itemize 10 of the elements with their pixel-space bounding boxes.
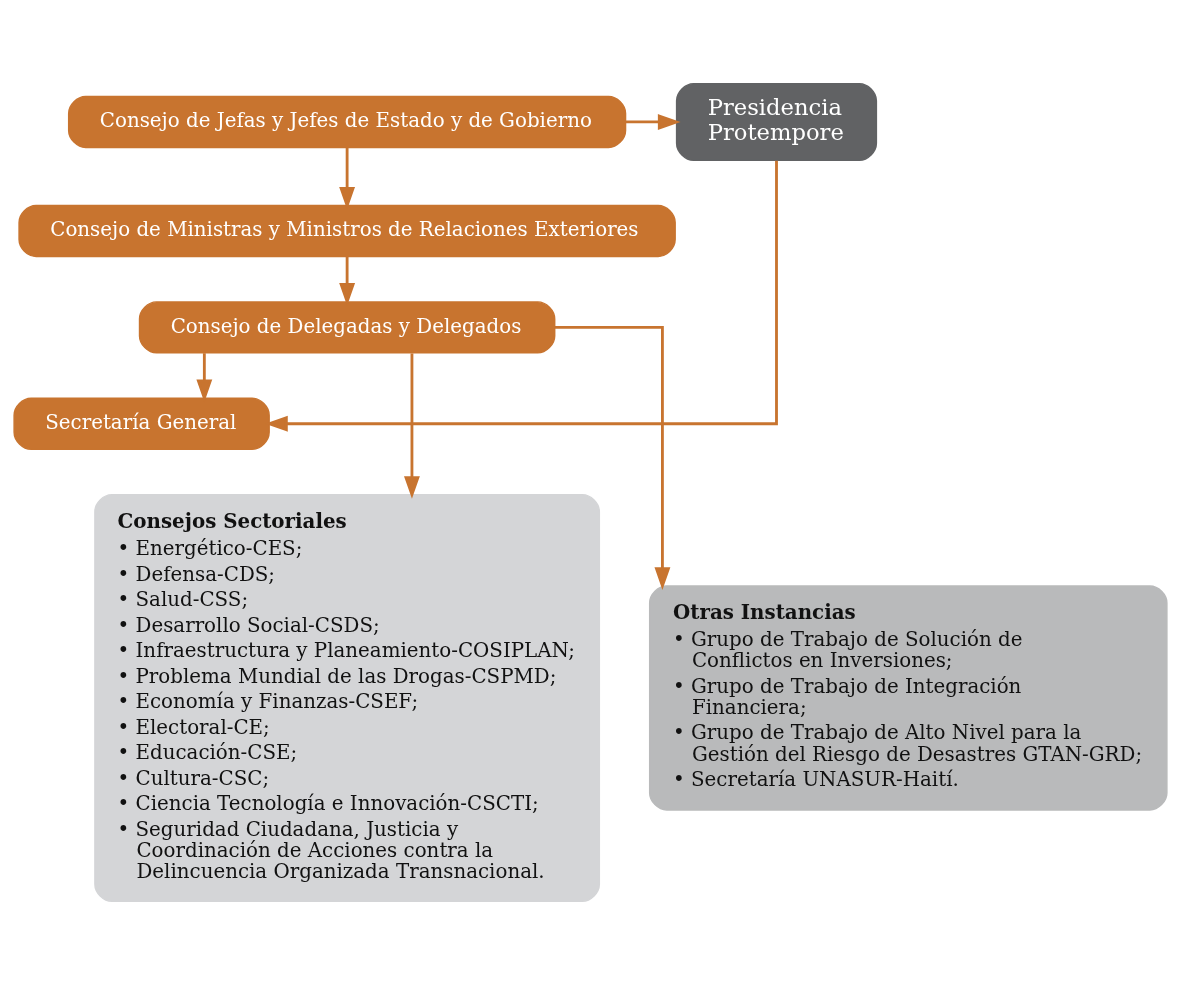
node-box: Consejo de Jefas y Jefes de Estado y de Gobierno — [67, 95, 627, 149]
arrow — [554, 326, 671, 591]
arrow — [625, 114, 681, 130]
node-box: Consejo de Delegadas y Delegados — [138, 301, 556, 354]
node-box: Consejos Sectoriales • Energético-CES; • Defensa-CDS; • Salud-CSS; • Desarrollo Social-CSDS; • Infraestructura y Planeamiento-COSIPLAN; • Problema Mundial de las Drogas-CSPMD; • Economía y Finanzas-CSEF; • Electoral-CE; • Educación-CSE; • Cultura-CSC; • Ciencia Tecnología e Innovación-CSCTI; • Seguridad Ciudadana, Justicia y Coordinación de Acciones contra la Delincuencia Organizada Transnacional. — [94, 493, 601, 903]
arrow — [404, 353, 420, 499]
node-box: Otras Instancias • Grupo de Trabajo de Solución de Conflictos en Inversiones; • Grupo de Trabajo de Integración Financiera; • Grupo de Trabajo de Alto Nivel para la Gestión del Riesgo de Desastres GTAN-GRD; • Secretaría UNASUR-Haití. — [648, 585, 1168, 811]
node-box: Presidencia Protempore — [675, 82, 878, 161]
node-box: Secretaría General — [13, 397, 270, 450]
node-box: Consejo de Ministras y Ministros de Relaciones Exteriores — [18, 204, 676, 258]
